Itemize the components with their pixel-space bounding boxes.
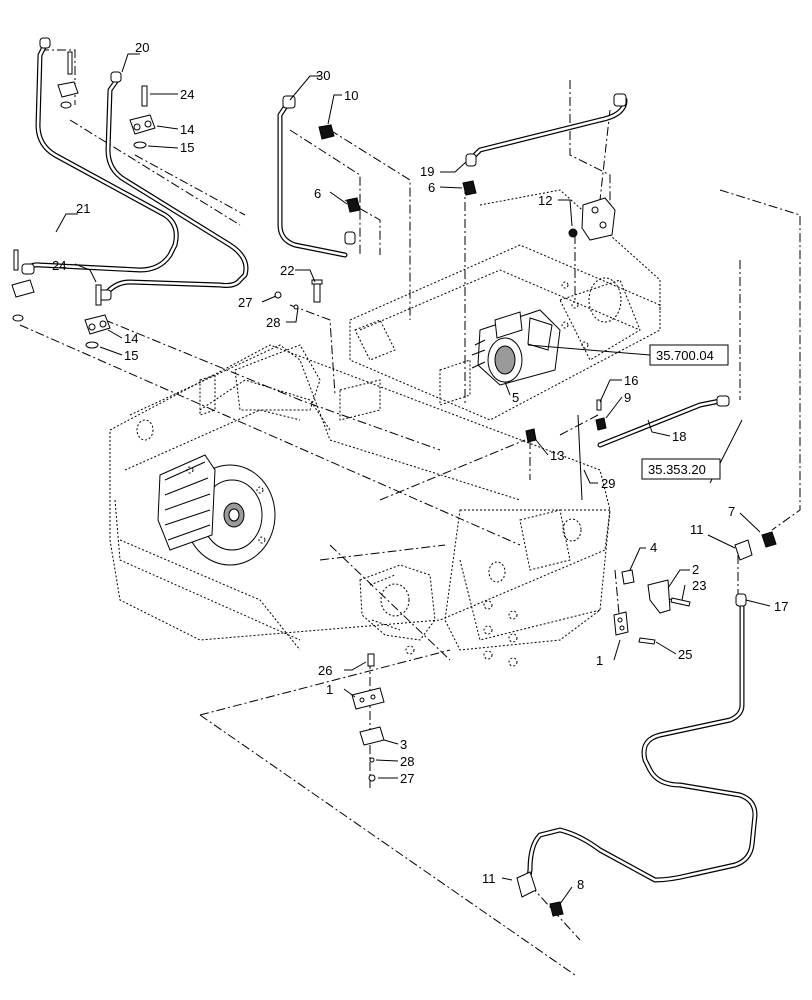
callout-27: 27 (238, 295, 252, 310)
reference-box-pump (649, 344, 729, 366)
callout-19: 19 (420, 164, 434, 179)
reference-box-tube (641, 458, 721, 480)
callout-22: 22 (280, 263, 294, 278)
callout-12: 12 (538, 193, 552, 208)
callout-1: 1 (326, 682, 333, 697)
callout-8: 8 (577, 877, 584, 892)
callout-16: 16 (624, 373, 638, 388)
callout-labels: 20 24 14 15 30 10 6 19 6 12 21 24 22 27 … (52, 40, 788, 892)
callout-10: 10 (344, 88, 358, 103)
callout-30: 30 (316, 68, 330, 83)
callout-26: 26 (318, 663, 332, 678)
travel-motor (157, 454, 276, 566)
callout-29: 29 (601, 476, 615, 491)
callout-11: 11 (690, 522, 704, 537)
callout-25: 25 (678, 647, 692, 662)
callout-2: 2 (692, 562, 699, 577)
lower-drive-motor (359, 564, 436, 641)
callout-4: 4 (650, 540, 657, 555)
callout-21: 21 (76, 201, 90, 216)
callout-28: 28 (400, 754, 414, 769)
pump-mount-frame (349, 189, 661, 421)
callout-6: 6 (314, 186, 321, 201)
callout-15: 15 (124, 348, 138, 363)
callout-3: 3 (400, 737, 407, 752)
reference-label-tube: 35.353.20 (648, 462, 706, 477)
callout-11: 11 (482, 871, 496, 886)
callout-24: 24 (52, 258, 66, 273)
callout-27: 27 (400, 771, 414, 786)
machine-frame (109, 344, 611, 667)
callout-7: 7 (728, 504, 735, 519)
hardware (11, 51, 777, 917)
callout-15: 15 (180, 140, 194, 155)
callout-9: 9 (624, 390, 631, 405)
callout-28: 28 (266, 315, 280, 330)
reference-boxes: 35.700.04 35.353.20 (641, 344, 729, 480)
callout-14: 14 (124, 331, 138, 346)
callout-20: 20 (135, 40, 149, 55)
callout-5: 5 (512, 390, 519, 405)
hydraulic-tubes (21, 37, 758, 885)
callout-18: 18 (672, 429, 686, 444)
callout-14: 14 (180, 122, 194, 137)
callout-23: 23 (692, 578, 706, 593)
hydraulic-pump (471, 309, 561, 386)
reference-label-pump: 35.700.04 (656, 348, 714, 363)
callout-17: 17 (774, 599, 788, 614)
callout-13: 13 (550, 448, 564, 463)
callout-6: 6 (428, 180, 435, 195)
callout-1: 1 (596, 653, 603, 668)
callout-24: 24 (180, 87, 194, 102)
